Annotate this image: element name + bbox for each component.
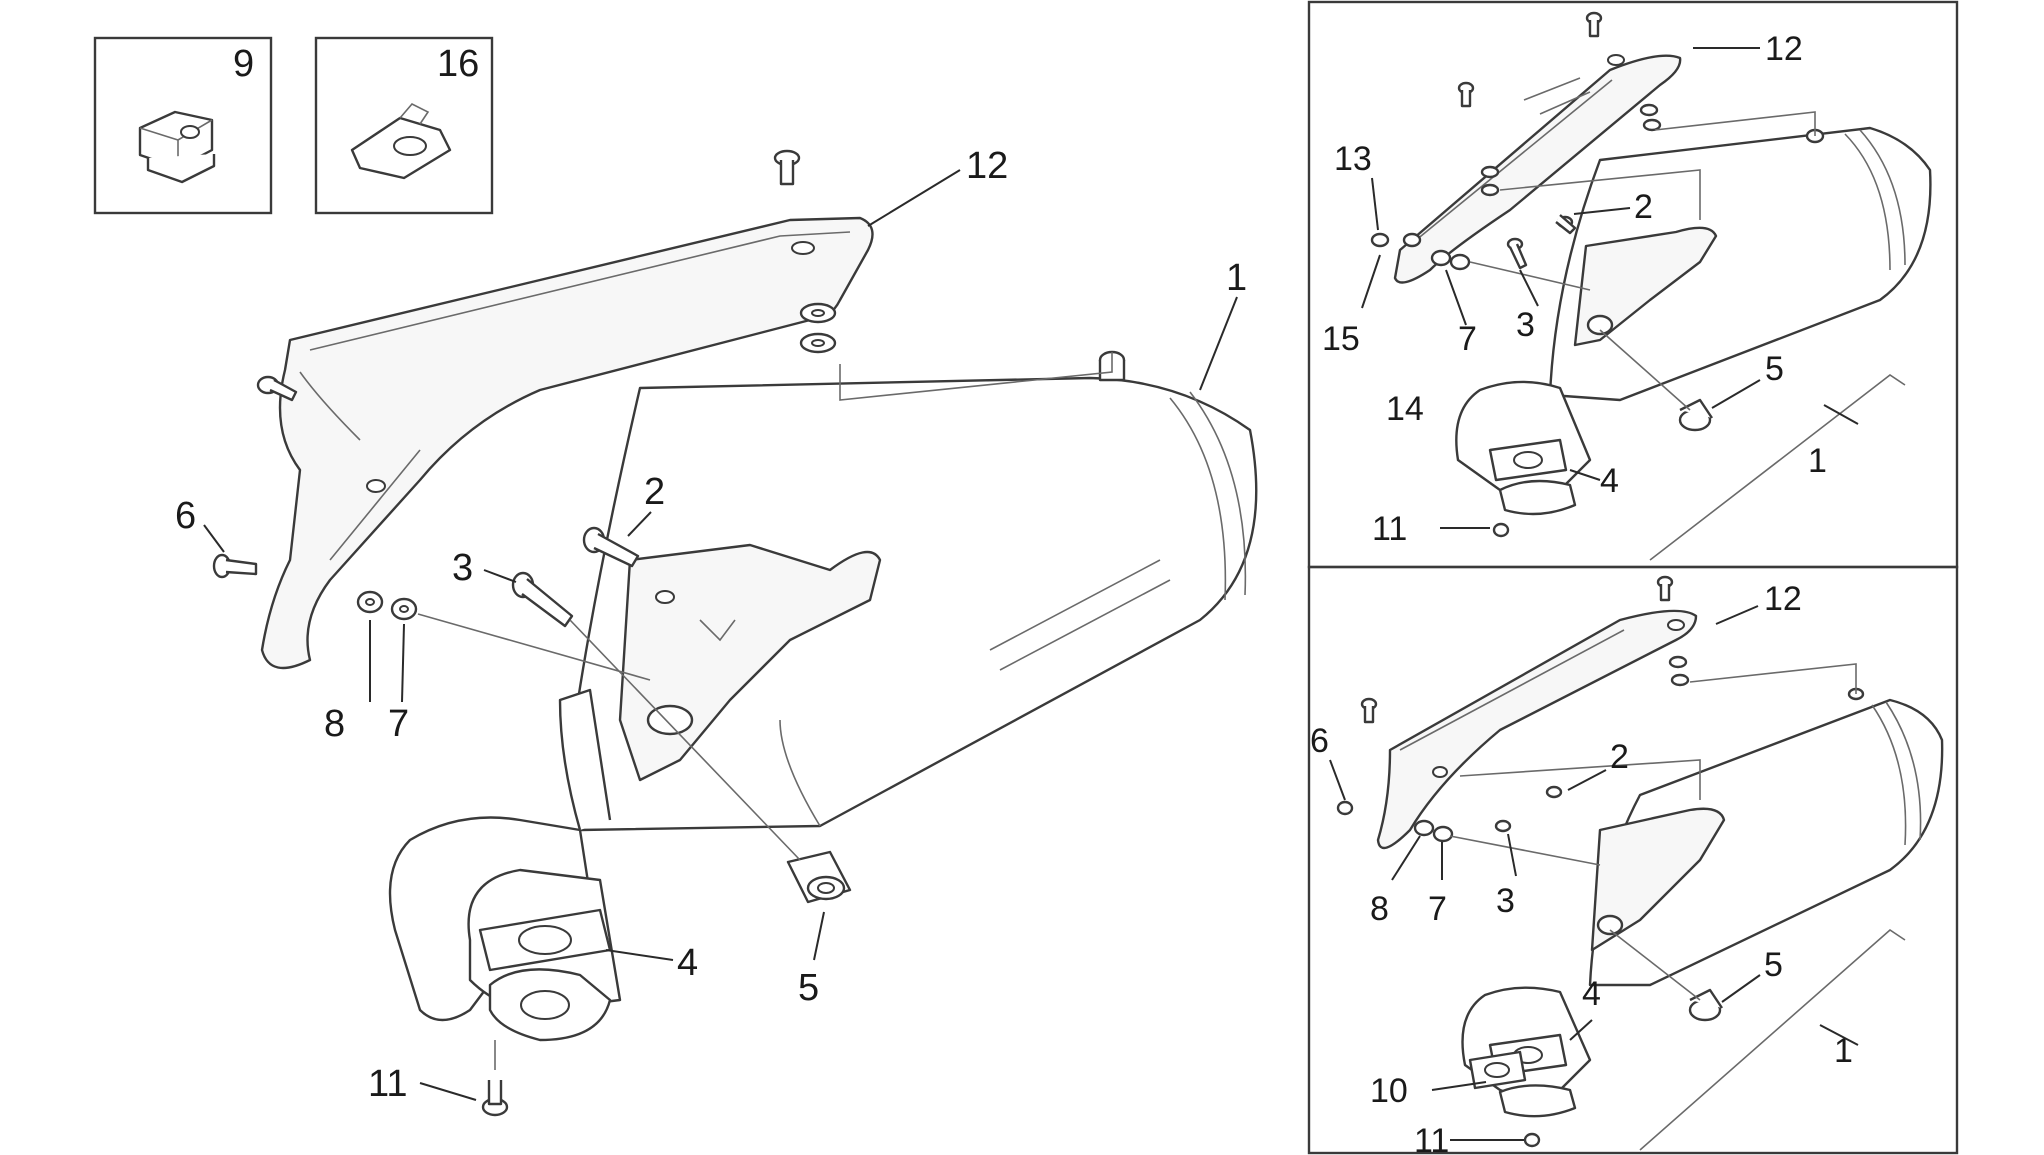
label-2: 2 — [644, 471, 665, 513]
label-a-14: 14 — [1386, 390, 1424, 428]
label-b-12: 12 — [1764, 580, 1802, 618]
washer-7 — [390, 597, 418, 621]
label-b-6: 6 — [1310, 722, 1329, 760]
label-a-3: 3 — [1516, 306, 1535, 344]
main-exhaust-view: 1 2 3 4 5 6 7 8 11 12 — [175, 145, 1258, 1117]
label-9: 9 — [233, 43, 254, 85]
label-a-15: 15 — [1322, 320, 1360, 358]
label-a-5: 5 — [1765, 350, 1784, 388]
label-12: 12 — [966, 145, 1008, 187]
label-b-2: 2 — [1610, 738, 1629, 776]
label-a-7: 7 — [1458, 320, 1477, 358]
label-3: 3 — [452, 547, 473, 589]
label-1: 1 — [1226, 257, 1247, 299]
label-b-8: 8 — [1370, 890, 1389, 928]
label-6: 6 — [175, 495, 196, 537]
washer-8 — [356, 590, 384, 614]
inset-part-16: 16 — [314, 36, 494, 215]
label-a-13: 13 — [1334, 140, 1372, 178]
label-a-12: 12 — [1765, 30, 1803, 68]
label-b-11: 11 — [1414, 1122, 1449, 1155]
label-b-3: 3 — [1496, 882, 1515, 920]
inset-part-9: 9 — [93, 36, 273, 215]
bolt-2 — [582, 526, 640, 568]
label-b-4: 4 — [1582, 975, 1601, 1013]
label-5: 5 — [798, 967, 819, 1009]
label-b-5: 5 — [1764, 946, 1783, 984]
bolt-12 — [773, 149, 801, 186]
label-11: 11 — [368, 1063, 407, 1105]
variant-a-view: 12 13 2 15 7 3 14 5 4 1 11 — [1307, 0, 1959, 569]
bolt-11 — [481, 1080, 509, 1117]
label-8: 8 — [324, 703, 345, 745]
label-a-4: 4 — [1600, 462, 1619, 500]
label-7: 7 — [388, 703, 409, 745]
bolt-3 — [511, 571, 574, 628]
label-a-11: 11 — [1372, 510, 1407, 548]
bolt-shield-top — [256, 375, 298, 402]
label-a-1: 1 — [1808, 442, 1827, 480]
label-a-2: 2 — [1634, 188, 1653, 226]
label-b-1: 1 — [1834, 1032, 1853, 1070]
label-b-7: 7 — [1428, 890, 1447, 928]
bolt-6 — [212, 553, 258, 579]
label-4: 4 — [677, 942, 698, 984]
variant-b-view: 12 6 2 8 7 3 5 4 10 1 11 — [1307, 565, 1959, 1155]
washers-12 — [799, 302, 837, 354]
label-16: 16 — [437, 43, 479, 85]
label-b-10: 10 — [1370, 1072, 1408, 1110]
